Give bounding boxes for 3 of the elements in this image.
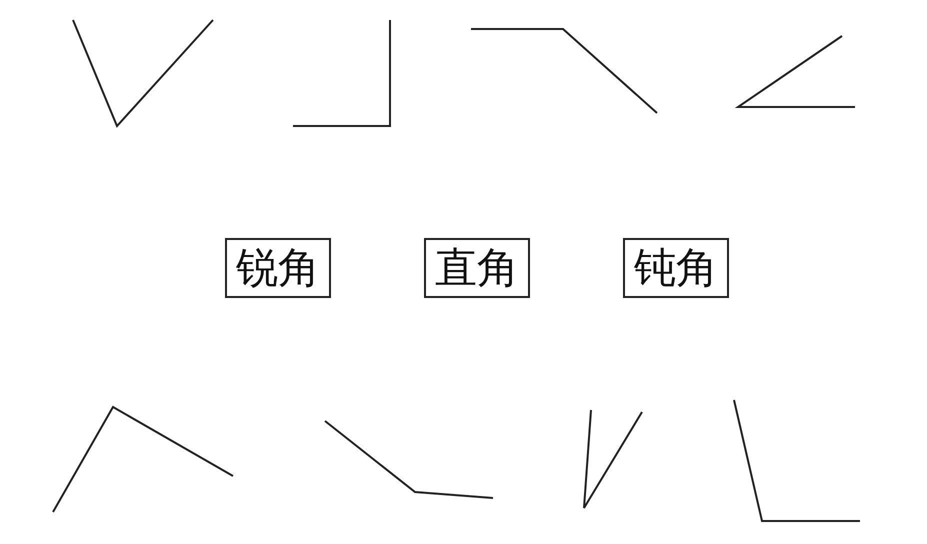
label-box: 钝角 xyxy=(623,238,729,298)
label-box: 直角 xyxy=(424,238,530,298)
label-box: 锐角 xyxy=(225,238,331,298)
